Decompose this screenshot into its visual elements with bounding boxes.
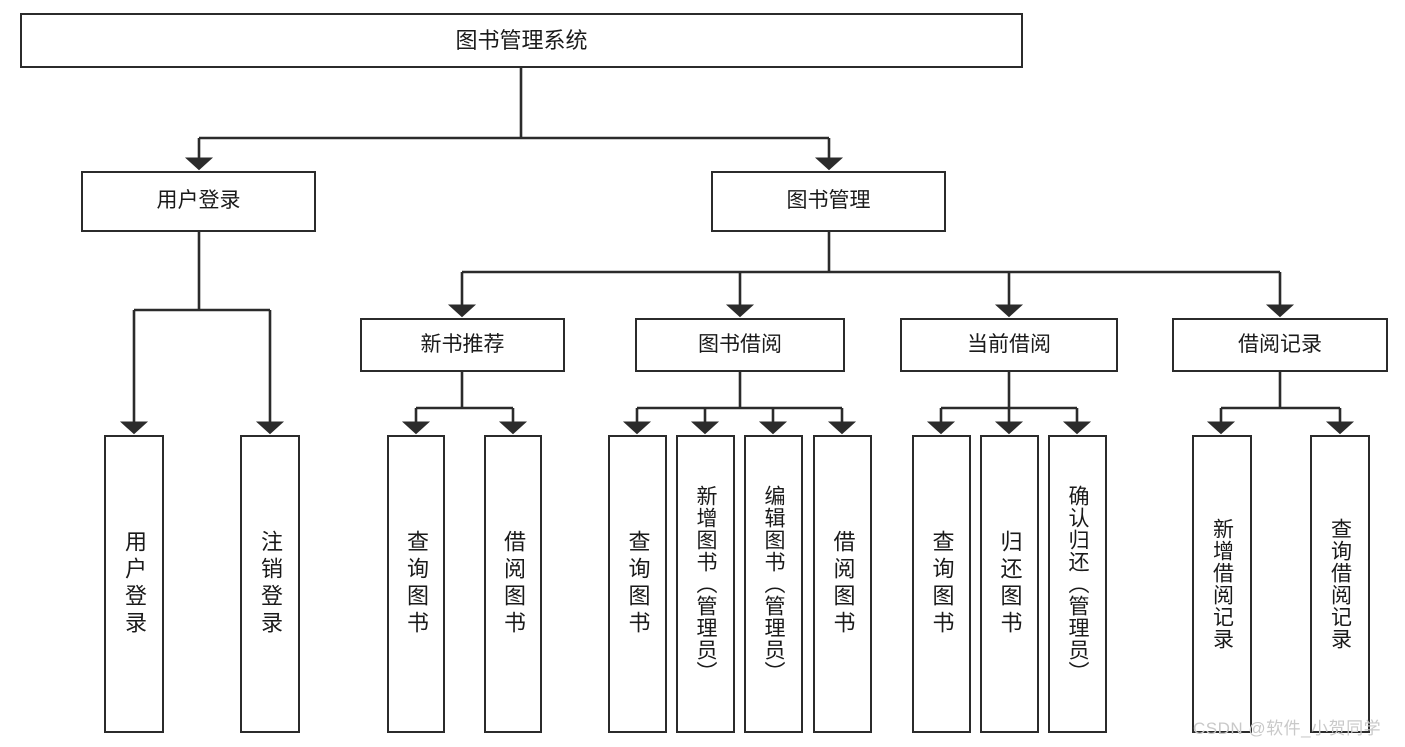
node-label: 图书管理 [786, 189, 871, 213]
node-borrow-records[interactable]: 借阅记录 [1172, 318, 1388, 372]
node-label: 借阅图书 [501, 530, 526, 638]
node-label: 查询借阅记录 [1328, 518, 1352, 650]
node-label: 图书借阅 [698, 332, 782, 356]
node-label: 当前借阅 [967, 332, 1051, 356]
node-label: 编辑图书（管理员） [762, 485, 785, 683]
node-label: 查询图书 [929, 530, 955, 638]
node-user-login[interactable]: 用户登录 [81, 171, 316, 232]
node-label: 确认归还（管理员） [1066, 485, 1089, 683]
leaf-add-borrow-record[interactable]: 新增借阅记录 [1192, 435, 1252, 733]
leaf-query-borrow-record[interactable]: 查询借阅记录 [1310, 435, 1370, 733]
node-label: 查询图书 [404, 530, 429, 638]
node-label: 用户登录 [122, 530, 147, 638]
leaf-query-books-recommend[interactable]: 查询图书 [387, 435, 445, 733]
node-current-borrowing[interactable]: 当前借阅 [900, 318, 1118, 372]
node-book-management[interactable]: 图书管理 [711, 171, 946, 232]
leaf-return-books[interactable]: 归还图书 [980, 435, 1039, 733]
node-label: 注销登录 [258, 530, 283, 638]
leaf-borrow-books-recommend[interactable]: 借阅图书 [484, 435, 542, 733]
node-label: 查询图书 [625, 530, 651, 638]
node-label: 借阅记录 [1238, 332, 1322, 356]
node-label: 借阅图书 [830, 530, 856, 638]
node-label: 图书管理系统 [455, 27, 588, 53]
node-label: 新增图书（管理员） [694, 485, 717, 683]
node-label: 新增借阅记录 [1210, 518, 1234, 650]
node-label: 新书推荐 [420, 332, 505, 356]
leaf-confirm-return-admin[interactable]: 确认归还（管理员） [1048, 435, 1107, 733]
node-new-book-recommendation[interactable]: 新书推荐 [360, 318, 565, 372]
leaf-logout[interactable]: 注销登录 [240, 435, 300, 733]
leaf-query-books-current[interactable]: 查询图书 [912, 435, 971, 733]
leaf-add-book-admin[interactable]: 新增图书（管理员） [676, 435, 735, 733]
node-book-borrowing[interactable]: 图书借阅 [635, 318, 845, 372]
leaf-user-login[interactable]: 用户登录 [104, 435, 164, 733]
leaf-edit-book-admin[interactable]: 编辑图书（管理员） [744, 435, 803, 733]
leaf-query-books-borrow[interactable]: 查询图书 [608, 435, 667, 733]
leaf-borrow-books[interactable]: 借阅图书 [813, 435, 872, 733]
csdn-watermark: CSDN @软件_小贺同学 [1193, 719, 1382, 738]
node-root-book-management-system[interactable]: 图书管理系统 [20, 13, 1023, 68]
node-label: 用户登录 [156, 189, 241, 213]
node-label: 归还图书 [997, 530, 1023, 638]
